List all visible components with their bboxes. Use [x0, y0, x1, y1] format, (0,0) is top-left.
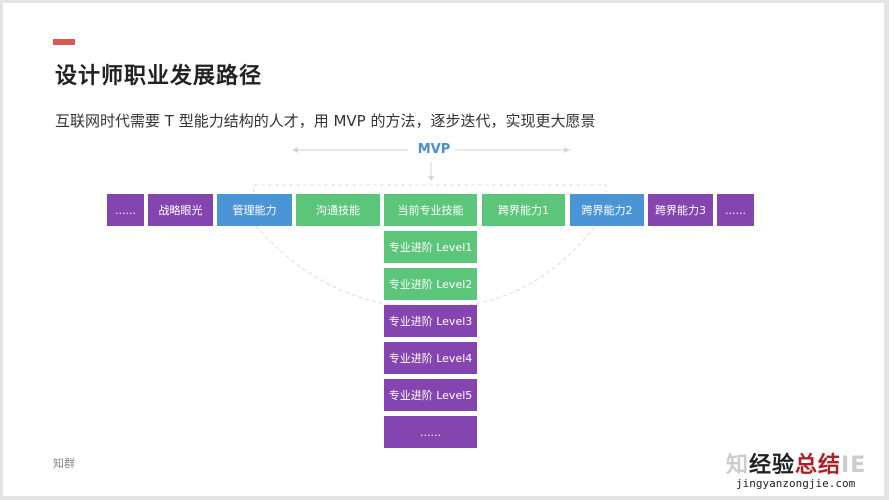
- watermark-logo: 知经验总结IE: [726, 447, 866, 479]
- skill-box-current-professional: 当前专业技能: [384, 194, 477, 226]
- accent-bar: [53, 39, 75, 45]
- skill-box-communication: 沟通技能: [296, 194, 380, 226]
- mvp-label: MVP: [417, 142, 451, 157]
- mvp-scope-bracket: [253, 184, 607, 192]
- skill-box-more-right: ......: [717, 194, 754, 226]
- level-box-2: 专业进阶 Level2: [384, 268, 477, 300]
- skill-box-management: 管理能力: [217, 194, 292, 226]
- skill-box-more-left: ......: [107, 194, 144, 226]
- skill-box-crossover-1: 跨界能力1: [482, 194, 565, 226]
- watermark-char-4: IE: [841, 453, 867, 478]
- footer-source: 知群: [53, 457, 75, 470]
- skill-box-strategic-vision: 战略眼光: [148, 194, 213, 226]
- skill-box-crossover-2: 跨界能力2: [570, 194, 644, 226]
- mvp-left-arrowhead: [292, 147, 298, 153]
- watermark-char-1: 知: [726, 453, 750, 478]
- skill-box-crossover-3: 跨界能力3: [648, 194, 713, 226]
- mvp-right-arrowhead: [564, 147, 570, 153]
- mvp-down-arrowhead: [428, 176, 434, 181]
- level-box-1: 专业进阶 Level1: [384, 231, 477, 263]
- watermark: 知经验总结IE jingyanzongjie.com: [726, 447, 866, 490]
- watermark-char-2: 经验: [749, 453, 796, 478]
- watermark-char-3: 总结: [795, 453, 842, 478]
- page-subtitle: 互联网时代需要 T 型能力结构的人才，用 MVP 的方法，逐步迭代，实现更大愿景: [55, 112, 596, 130]
- level-box-5: 专业进阶 Level5: [384, 379, 477, 411]
- level-box-4: 专业进阶 Level4: [384, 342, 477, 374]
- page-title: 设计师职业发展路径: [55, 64, 263, 89]
- watermark-url: jingyanzongjie.com: [736, 477, 856, 490]
- level-box-more: ......: [384, 416, 477, 448]
- level-box-3: 专业进阶 Level3: [384, 305, 477, 337]
